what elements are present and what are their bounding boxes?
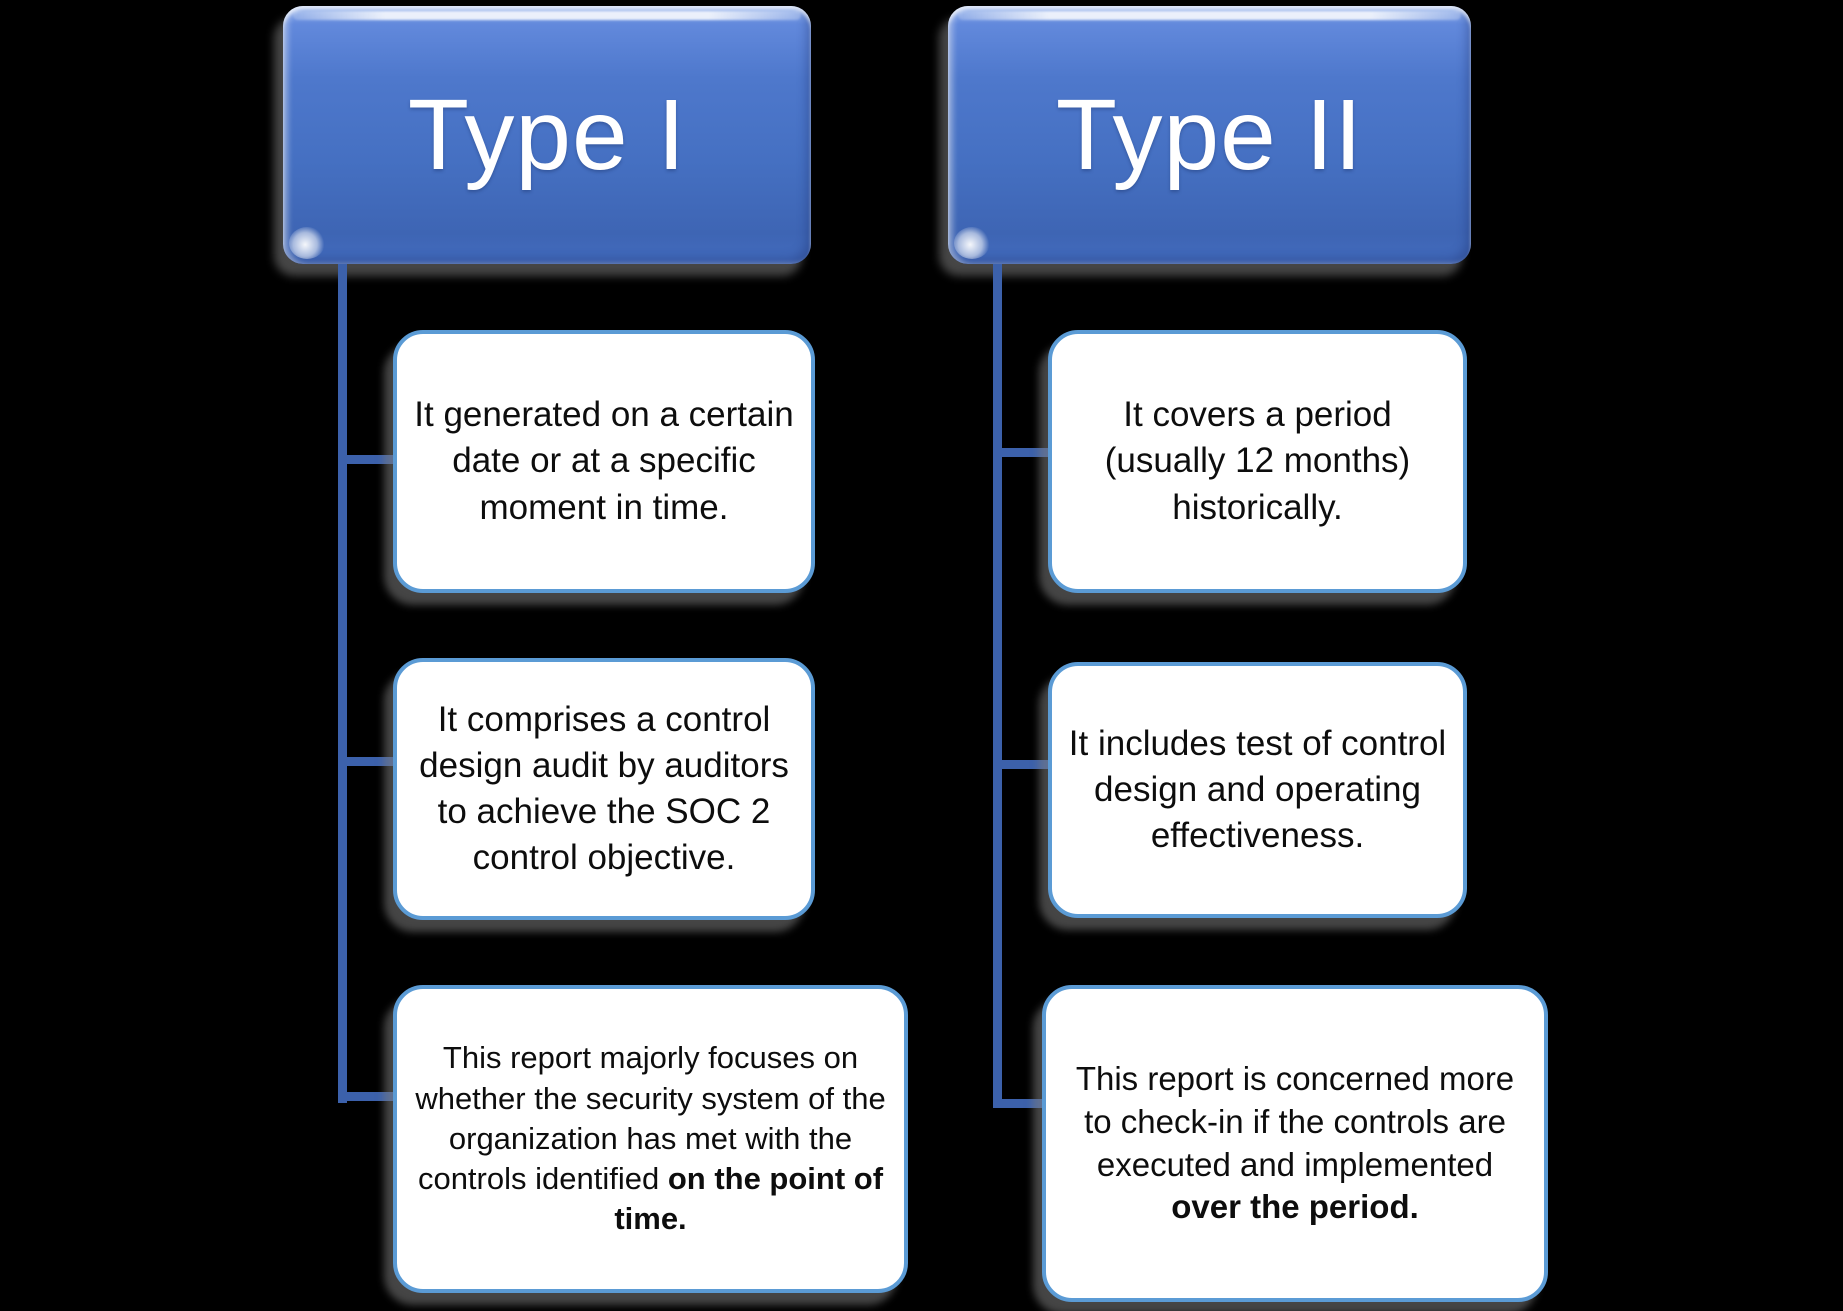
connector-trunk-type-ii	[993, 264, 1002, 1108]
box-type-ii-2: It includes test of control design and o…	[1048, 662, 1467, 918]
box-type-ii-1: It covers a period (usually 12 months) h…	[1048, 330, 1467, 593]
connector-stub-type-i-2	[347, 757, 395, 766]
box-type-ii-3-text: This report is concerned more to check-i…	[1075, 1059, 1515, 1226]
connector-stub-type-ii-1	[1002, 448, 1048, 457]
connector-stub-type-i-3	[347, 1092, 395, 1101]
connector-trunk-type-i	[338, 264, 347, 1103]
box-type-i-1: It generated on a certain date or at a s…	[393, 330, 815, 593]
box-type-i-2: It comprises a control design audit by a…	[393, 658, 815, 920]
header-type-ii: Type II	[948, 6, 1471, 264]
header-type-i: Type I	[283, 6, 811, 264]
box-type-i-3: This report majorly focuses on whether t…	[393, 985, 908, 1293]
box-type-i-1-text: It generated on a certain date or at a s…	[414, 395, 794, 527]
header-type-ii-label: Type II	[1055, 78, 1364, 191]
box-type-i-3-text: This report majorly focuses on whether t…	[415, 1040, 886, 1237]
box-type-ii-1-text: It covers a period (usually 12 months) h…	[1104, 395, 1411, 527]
header-type-i-label: Type I	[407, 78, 687, 191]
box-type-ii-3: This report is concerned more to check-i…	[1042, 985, 1548, 1302]
connector-stub-type-ii-2	[1002, 760, 1048, 769]
box-type-ii-2-text: It includes test of control design and o…	[1068, 723, 1447, 856]
box-type-i-2-text: It comprises a control design audit by a…	[419, 699, 789, 878]
connector-stub-type-ii-3	[1002, 1099, 1042, 1108]
connector-stub-type-i-1	[347, 455, 395, 464]
